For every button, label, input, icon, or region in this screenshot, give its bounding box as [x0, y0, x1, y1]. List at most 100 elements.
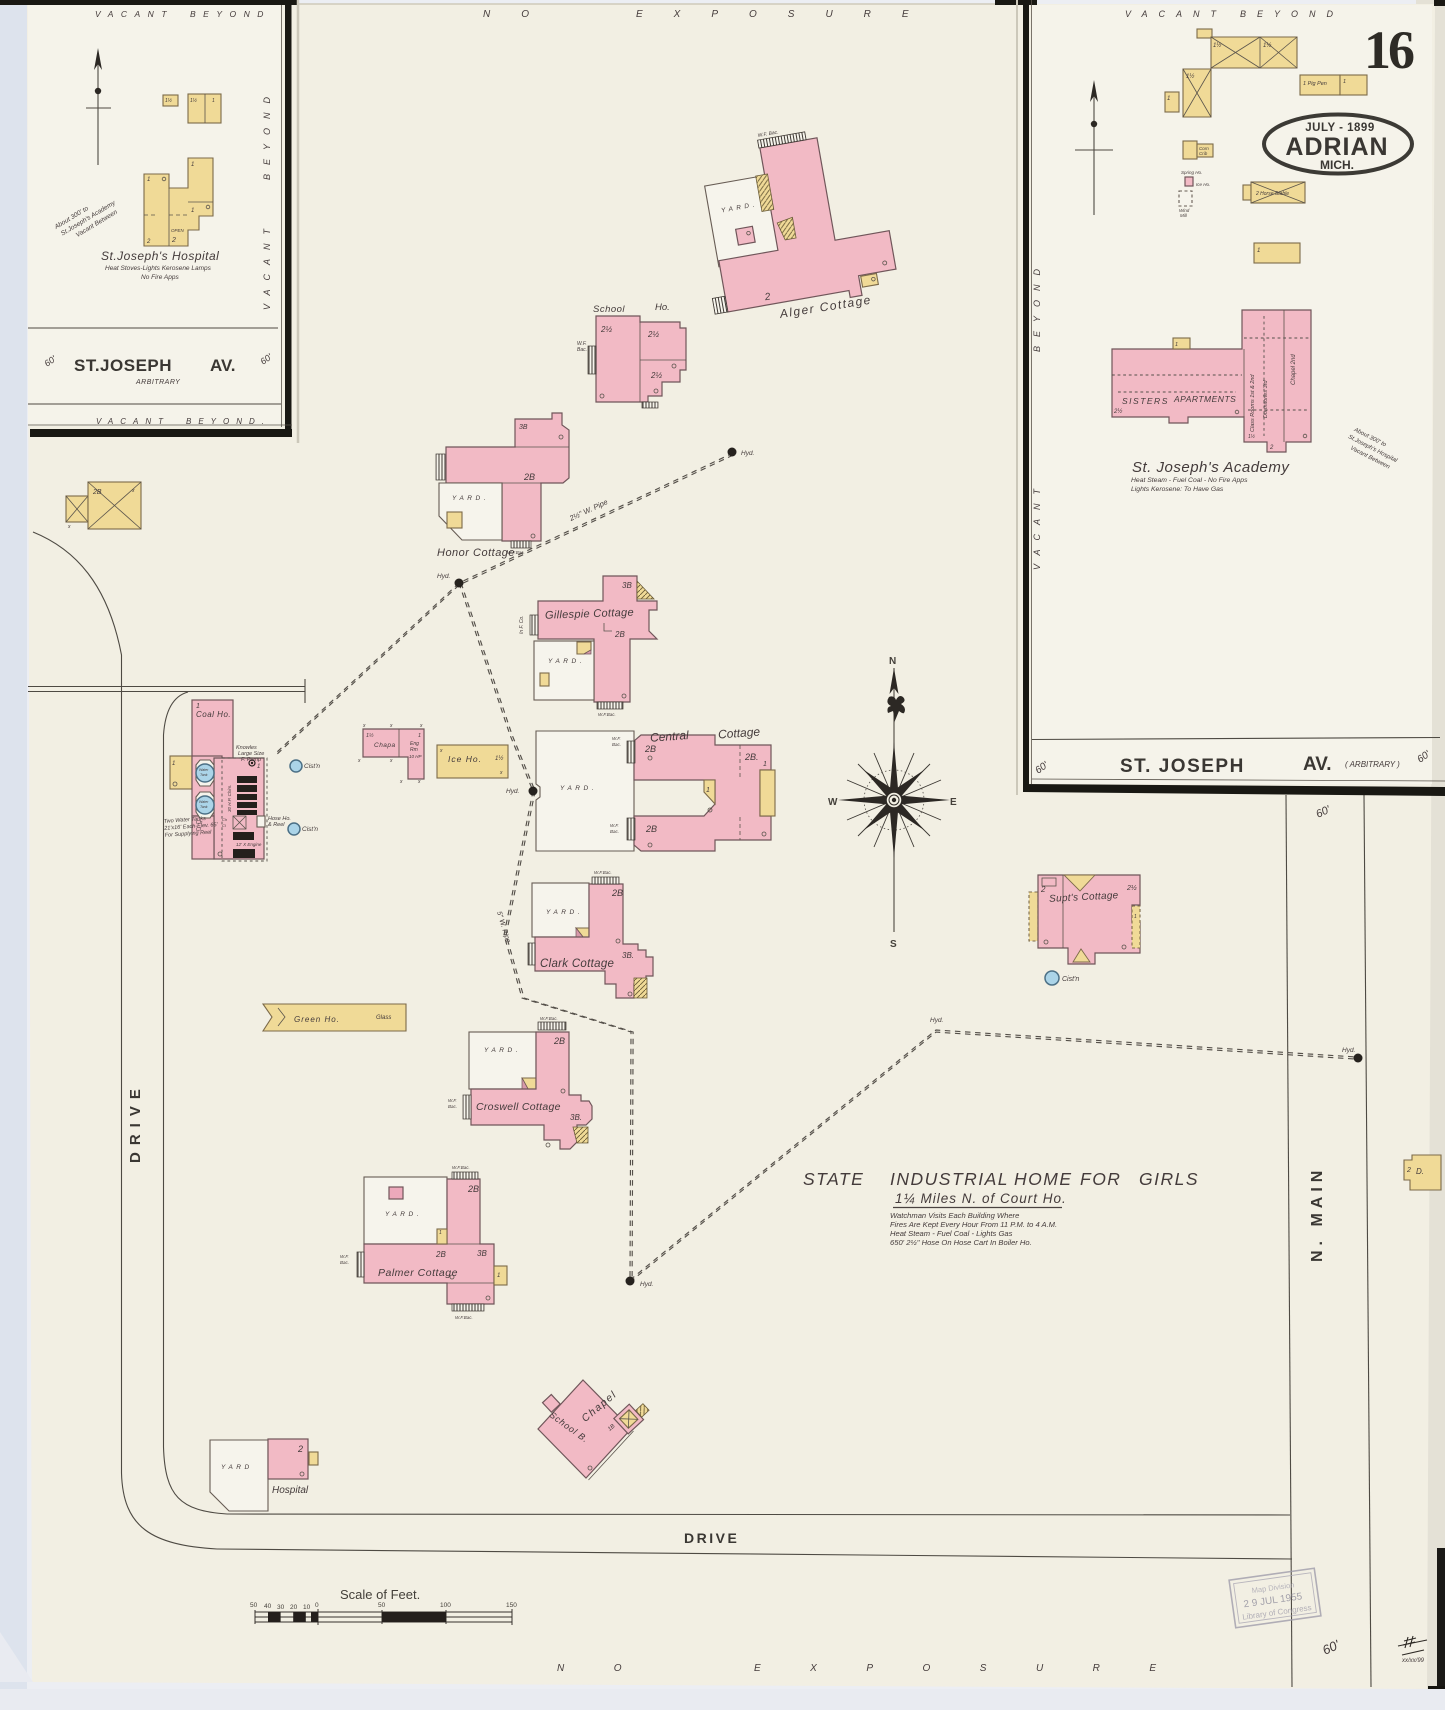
- svg-text:W.F.Bac.: W.F.Bac.: [507, 550, 525, 555]
- svg-text:Lights Kerosene: To Have Gas: Lights Kerosene: To Have Gas: [1131, 486, 1224, 493]
- svg-text:W.F.Bac.: W.F.Bac.: [594, 870, 612, 875]
- svg-text:Hyd.: Hyd.: [640, 1281, 654, 1288]
- svg-text:INDUSTRIAL: INDUSTRIAL: [890, 1169, 1009, 1189]
- svg-text:10 HP: 10 HP: [409, 754, 422, 759]
- svg-text:VACANT: VACANT: [95, 9, 174, 19]
- svg-text:Chapa: Chapa: [374, 742, 396, 749]
- svg-text:2B: 2B: [614, 630, 625, 639]
- svg-text:Water: Water: [199, 768, 209, 772]
- svg-text:1: 1: [418, 733, 421, 739]
- svg-text:x: x: [357, 758, 361, 764]
- svg-text:x: x: [417, 779, 421, 785]
- svg-text:Watchman Visits Each Building: Watchman Visits Each Building Where: [890, 1211, 1019, 1220]
- svg-text:2: 2: [763, 291, 772, 303]
- svg-text:1: 1: [1257, 248, 1260, 254]
- svg-text:Ice Ho.: Ice Ho.: [1196, 182, 1210, 187]
- svg-text:EXPOSURE: EXPOSURE: [754, 1663, 1206, 1674]
- svg-text:1½: 1½: [366, 732, 374, 739]
- svg-text:Palmer Cottage: Palmer Cottage: [378, 1267, 458, 1279]
- svg-text:HOME: HOME: [1014, 1169, 1073, 1189]
- svg-text:Cist'n: Cist'n: [1062, 976, 1079, 983]
- svg-text:Cottage: Cottage: [718, 725, 761, 742]
- svg-text:1: 1: [763, 761, 767, 768]
- svg-text:FOR: FOR: [1080, 1169, 1121, 1189]
- svg-text:& Reel: & Reel: [268, 822, 285, 828]
- svg-text:Clark Cottage: Clark Cottage: [540, 958, 614, 970]
- svg-text:50: 50: [250, 1602, 258, 1609]
- svg-text:W.F.Bac.: W.F.Bac.: [540, 1016, 558, 1021]
- svg-text:10: 10: [303, 1604, 311, 1611]
- svg-text:Green Ho.: Green Ho.: [294, 1015, 340, 1024]
- svg-text:x: x: [419, 723, 423, 729]
- svg-text:DRIVE: DRIVE: [684, 1530, 739, 1546]
- svg-text:x: x: [399, 779, 403, 785]
- svg-text:x: x: [131, 488, 135, 494]
- svg-text:EXPOSURE: EXPOSURE: [636, 9, 940, 20]
- svg-text:VACANT: VACANT: [1032, 480, 1042, 570]
- svg-text:2 Horse Stable: 2 Horse Stable: [1255, 191, 1289, 197]
- svg-text:2B.: 2B.: [744, 752, 759, 762]
- svg-text:Wind: Wind: [1179, 208, 1190, 213]
- svg-text:Hyd.: Hyd.: [1342, 1047, 1356, 1054]
- svg-text:1½: 1½: [165, 97, 173, 104]
- svg-text:( ARBITRARY ): ( ARBITRARY ): [1345, 760, 1400, 769]
- svg-text:MICH.: MICH.: [1320, 158, 1354, 172]
- svg-text:Ch: Ch: [222, 817, 228, 822]
- svg-text:2: 2: [171, 237, 176, 244]
- svg-text:VACANT: VACANT: [262, 220, 272, 310]
- svg-text:DRIVE: DRIVE: [127, 1082, 144, 1163]
- svg-text:Hyd.: Hyd.: [930, 1017, 944, 1024]
- svg-text:3B: 3B: [477, 1249, 487, 1258]
- svg-text:0: 0: [315, 1602, 319, 1609]
- svg-text:E: E: [950, 797, 957, 808]
- svg-text:W.F.Bac.: W.F.Bac.: [455, 1315, 473, 1320]
- svg-text:Class Rooms 1st & 2nd: Class Rooms 1st & 2nd: [1250, 374, 1256, 432]
- svg-text:Bac.: Bac.: [610, 829, 619, 834]
- svg-text:3B.: 3B.: [622, 951, 634, 960]
- svg-text:VACANT: VACANT: [1125, 9, 1227, 19]
- svg-text:ST. JOSEPH: ST. JOSEPH: [1120, 756, 1245, 777]
- svg-text:16: 16: [1364, 20, 1414, 80]
- svg-text:2B: 2B: [611, 888, 623, 898]
- svg-text:Knowles: Knowles: [236, 745, 257, 751]
- svg-text:1: 1: [191, 208, 194, 214]
- svg-text:YARD.: YARD.: [484, 1047, 521, 1054]
- svg-text:60': 60': [1314, 803, 1333, 820]
- svg-text:Heat Steam - Fuel Coal - Light: Heat Steam - Fuel Coal - Lights Gas: [890, 1229, 1013, 1238]
- svg-text:YARD.: YARD.: [548, 658, 585, 665]
- svg-text:1 Pig Pen: 1 Pig Pen: [1303, 81, 1327, 87]
- svg-text:YARD.: YARD.: [385, 1211, 422, 1218]
- svg-text:W.F.: W.F.: [612, 736, 621, 741]
- svg-text:60': 60': [1320, 1637, 1342, 1658]
- svg-text:1½: 1½: [1186, 73, 1194, 80]
- svg-text:NO: NO: [483, 9, 560, 20]
- svg-text:1: 1: [196, 703, 200, 710]
- svg-text:Chapel 2nd: Chapel 2nd: [1291, 354, 1297, 385]
- svg-text:Cl: Cl: [222, 823, 226, 828]
- svg-text:Ho.: Ho.: [655, 302, 670, 313]
- svg-text:x: x: [362, 723, 366, 729]
- svg-text:Mill: Mill: [1180, 213, 1188, 218]
- svg-text:N. MAIN: N. MAIN: [1309, 1166, 1326, 1262]
- svg-text:x: x: [439, 748, 443, 754]
- svg-text:Hyd.: Hyd.: [741, 450, 755, 457]
- svg-text:x: x: [389, 723, 393, 729]
- svg-text:Tank: Tank: [200, 805, 208, 809]
- svg-text:Heat Stoves-Lights Kerosene La: Heat Stoves-Lights Kerosene Lamps: [105, 265, 212, 272]
- svg-text:Scale of Feet.: Scale of Feet.: [340, 1587, 420, 1602]
- svg-text:D.: D.: [1416, 1167, 1424, 1176]
- svg-text:Cist'n: Cist'n: [304, 763, 320, 770]
- svg-text:Two Water Tanks: Two Water Tanks: [164, 816, 207, 825]
- svg-text:NO: NO: [557, 1663, 671, 1674]
- svg-text:W.F.: W.F.: [448, 1098, 457, 1103]
- svg-text:YARD.: YARD.: [560, 785, 597, 792]
- svg-text:Hyd.: Hyd.: [506, 788, 520, 795]
- svg-text:2B: 2B: [92, 489, 102, 496]
- svg-text:650' 2½" Hose On Hose Cart In: 650' 2½" Hose On Hose Cart In Boiler Ho.: [890, 1238, 1032, 1247]
- svg-text:1B: 1B: [607, 1423, 616, 1432]
- svg-text:x: x: [499, 770, 503, 776]
- svg-text:YARD.: YARD.: [546, 909, 583, 916]
- svg-text:x: x: [389, 758, 393, 764]
- svg-text:2½: 2½: [1126, 884, 1137, 892]
- svg-text:2B: 2B: [435, 1250, 446, 1259]
